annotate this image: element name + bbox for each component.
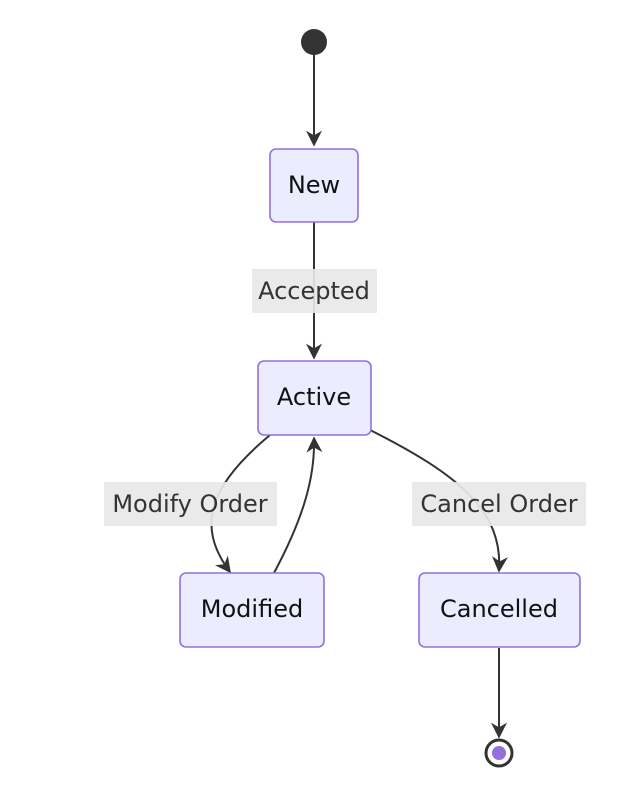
state-active-label: Active <box>277 383 351 411</box>
state-active: Active <box>257 360 372 436</box>
edge-label-accepted: Accepted <box>252 269 377 313</box>
edge-label-modify-order-text: Modify Order <box>112 490 267 518</box>
edge-label-cancel-order: Cancel Order <box>412 482 586 526</box>
state-cancelled: Cancelled <box>418 572 581 648</box>
end-node-icon <box>484 738 514 768</box>
state-modified-label: Modified <box>201 595 303 623</box>
edge-label-modify-order: Modify Order <box>104 482 277 526</box>
state-modified: Modified <box>179 572 325 648</box>
edge-label-cancel-order-text: Cancel Order <box>420 490 577 518</box>
state-new: New <box>269 148 359 223</box>
state-new-label: New <box>288 171 340 199</box>
edge-label-accepted-text: Accepted <box>258 277 370 305</box>
start-node-icon <box>301 29 327 55</box>
edge-modified-to-active <box>273 436 323 574</box>
state-cancelled-label: Cancelled <box>440 595 558 623</box>
